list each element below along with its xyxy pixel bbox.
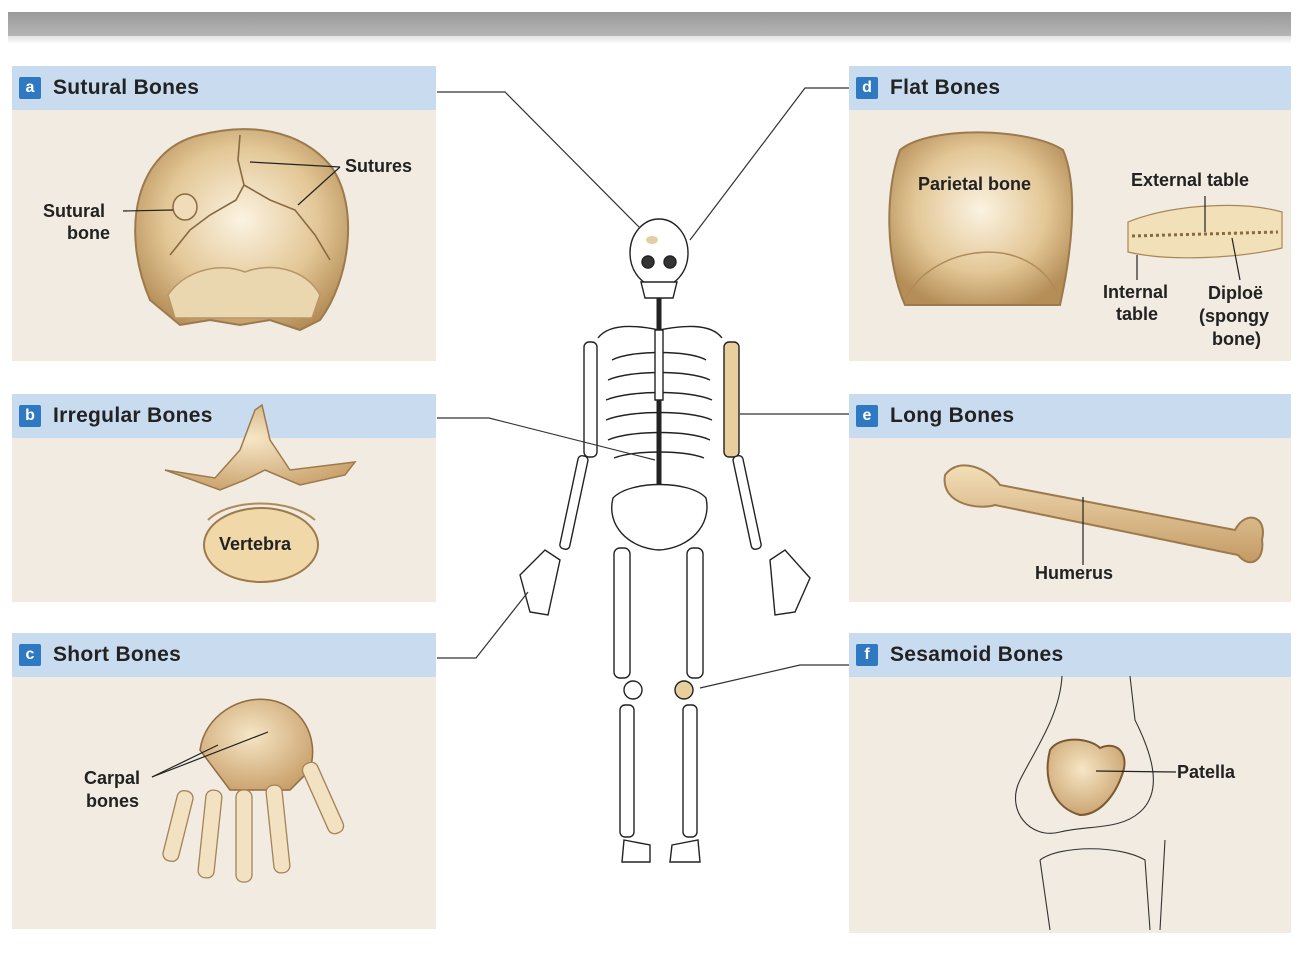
diploe-label-line3: bone)	[1212, 329, 1261, 350]
sesamoid-knee-drawing	[1016, 676, 1176, 930]
sutures-label: Sutures	[345, 156, 412, 177]
short-bones-hand-drawing	[152, 699, 346, 882]
patella-label: Patella	[1177, 762, 1235, 783]
vertebra-label: Vertebra	[219, 534, 291, 555]
sutural-bone-label-line1: Sutural	[43, 201, 105, 222]
skeleton-drawing	[520, 219, 810, 862]
flat-bones-drawing	[889, 132, 1282, 305]
vertebra-drawing	[165, 405, 355, 582]
external-table-label: External table	[1131, 170, 1249, 191]
internal-table-label-line1: Internal	[1103, 282, 1168, 303]
sutural-bone-label-line2: bone	[67, 223, 110, 244]
humerus-label: Humerus	[1035, 563, 1113, 584]
carpal-bones-label-line2: bones	[86, 791, 139, 812]
sutural-skull-drawing	[123, 129, 348, 330]
humerus-drawing	[945, 465, 1263, 565]
parietal-bone-label: Parietal bone	[918, 174, 1031, 195]
diploe-label-line2: (spongy	[1199, 306, 1269, 327]
internal-table-label-line2: table	[1116, 304, 1158, 325]
diploe-label-line1: Diploë	[1208, 283, 1263, 304]
carpal-bones-label-line1: Carpal	[84, 768, 140, 789]
